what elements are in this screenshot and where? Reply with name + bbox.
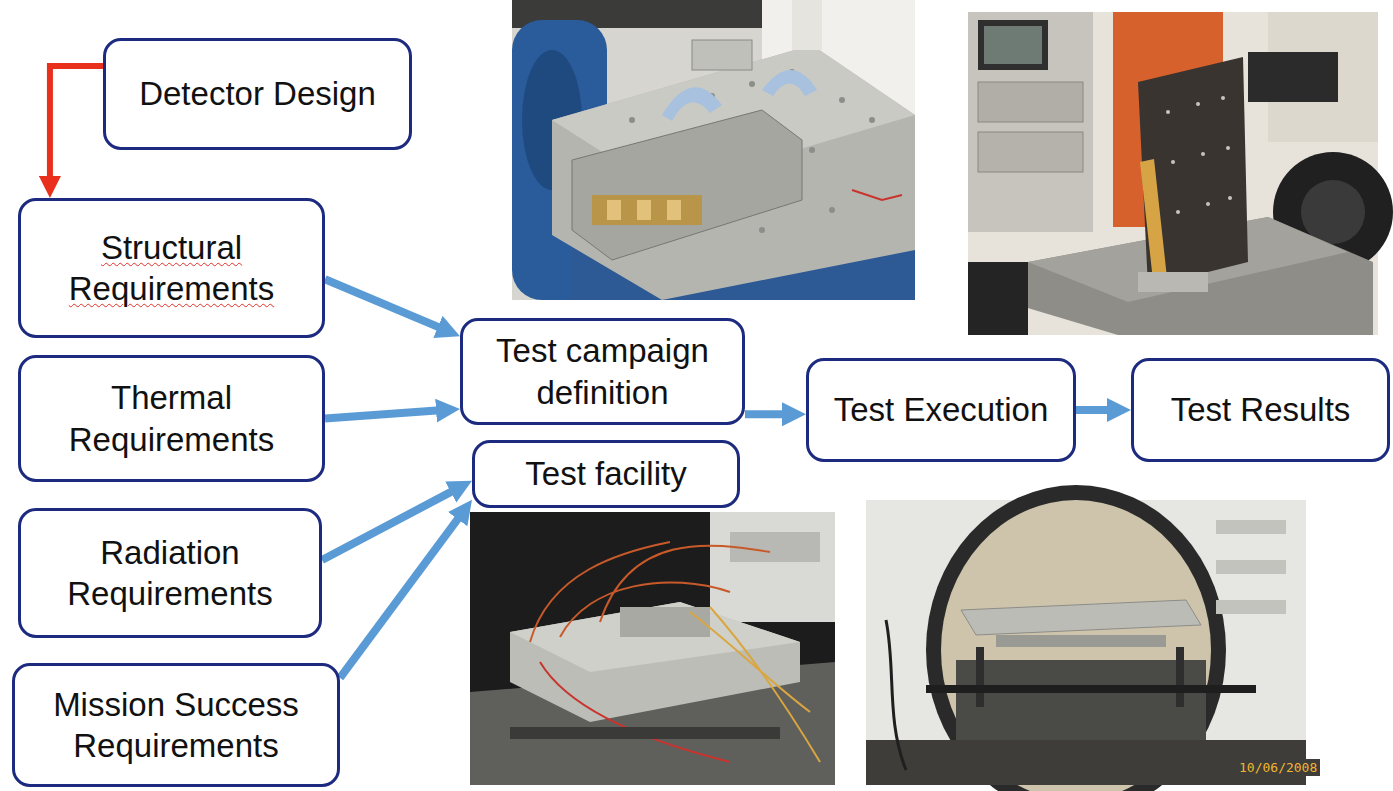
process-box: Test Execution — [806, 358, 1076, 462]
shaker-photo-shape — [692, 40, 752, 70]
thermal-chamber-photo-shape — [730, 532, 820, 562]
box-label: Radiation Requirements — [29, 532, 311, 615]
thermal-chamber-photo-shape — [530, 542, 770, 642]
shaker-photo-shape — [809, 147, 815, 153]
thermal-chamber-photo-shape — [470, 512, 835, 785]
shaker-photo-shape — [512, 0, 915, 300]
panel-test-photo-shape — [978, 20, 1048, 70]
panel-test-photo — [968, 12, 1393, 335]
requirement-box: Radiation Requirements — [18, 508, 322, 638]
vacuum-chamber-photo-shape — [1176, 647, 1184, 707]
box-label: Structural Requirements — [29, 227, 314, 310]
result-box: Test Results — [1131, 358, 1390, 462]
flow-arrow — [1076, 406, 1111, 414]
box-label: Test Results — [1171, 389, 1351, 430]
panel-test-photo-shape — [1166, 96, 1232, 214]
panel-test-photo-shape — [984, 26, 1042, 64]
box-label: Test Execution — [834, 389, 1049, 430]
shaker-photo-shape — [607, 200, 621, 220]
panel-test-photo-shape — [968, 262, 1028, 335]
shaker-photo-shape — [592, 195, 702, 225]
vacuum-chamber-photo-shape — [886, 620, 906, 770]
panel-test-photo-shape — [1301, 180, 1365, 244]
panel-test-photo-shape — [1201, 152, 1205, 156]
vacuum-chamber-photo-shape — [976, 647, 984, 707]
thermal-chamber-photo-shape — [510, 602, 800, 722]
box-label: Test campaign definition — [471, 330, 734, 413]
panel-test-photo-shape — [978, 132, 1083, 172]
shaker-photo-shape — [637, 200, 651, 220]
design-arrow — [50, 66, 103, 180]
box-label: Thermal Requirements — [29, 377, 314, 460]
panel-test-photo-shape — [1226, 146, 1230, 150]
vacuum-chamber-photo — [866, 485, 1306, 791]
shaker-photo-shape — [667, 200, 681, 220]
shaker-photo-shape — [762, 70, 817, 96]
shaker-photo-shape — [552, 45, 915, 300]
thermal-chamber-photo-shape — [510, 727, 780, 739]
requirement-box: Thermal Requirements — [18, 355, 325, 482]
panel-test-photo-shape — [1138, 272, 1208, 292]
thermal-chamber-photo-shape — [540, 662, 730, 762]
panel-test-photo-shape — [1171, 160, 1175, 164]
panel-test-photo-shape — [1196, 102, 1200, 106]
flow-arrow — [325, 410, 440, 418]
process-box: Test campaign definition — [460, 318, 745, 425]
shaker-photo-shape — [662, 87, 722, 121]
date-stamp: 10/06/2008 — [1236, 759, 1320, 776]
process-box: Test facility — [472, 440, 740, 508]
panel-test-photo-shape — [1176, 210, 1180, 214]
panel-test-photo-shape — [1221, 96, 1225, 100]
vacuum-chamber-photo-shape — [961, 600, 1201, 635]
flow-arrow — [745, 410, 786, 418]
panel-test-photo-shape — [1140, 159, 1168, 290]
vacuum-chamber-photo-shape — [926, 685, 1256, 693]
panel-test-photo-shape — [978, 82, 1083, 122]
box-label: Test facility — [525, 453, 686, 494]
shaker-photo-shape — [839, 97, 845, 103]
box-label: Mission Success Requirements — [23, 684, 329, 767]
requirement-box: Mission Success Requirements — [12, 663, 340, 787]
panel-test-photo-shape — [1228, 196, 1232, 200]
source-box: Detector Design — [103, 38, 412, 150]
thermal-chamber-photo-shape — [620, 607, 710, 637]
shaker-photo-shape — [759, 227, 765, 233]
panel-test-photo-shape — [1248, 52, 1338, 102]
shaker-photo — [512, 0, 915, 300]
panel-test-photo-shape — [1166, 110, 1170, 114]
vacuum-chamber-photo-shape — [1216, 520, 1286, 534]
thermal-chamber-photo-shape — [510, 602, 800, 672]
vacuum-chamber-photo-shape — [1216, 600, 1286, 614]
panel-test-photo-shape — [1206, 202, 1210, 206]
thermal-chamber-photo — [470, 512, 835, 785]
vacuum-chamber-photo-shape — [996, 635, 1166, 647]
panel-test-photo-shape — [968, 12, 1093, 232]
box-label: Detector Design — [139, 73, 376, 114]
shaker-photo-shape — [829, 207, 835, 213]
shaker-photo-shape — [792, 0, 822, 50]
flow-arrow — [325, 279, 442, 328]
vacuum-chamber-photo-shape — [1216, 560, 1286, 574]
shaker-photo-shape — [852, 190, 902, 200]
requirement-box: Structural Requirements — [18, 198, 325, 338]
shaker-photo-shape — [749, 81, 755, 87]
shaker-photo-shape — [629, 117, 635, 123]
thermal-chamber-photo-shape — [710, 512, 835, 622]
flow-arrow — [340, 516, 460, 678]
shaker-photo-shape — [869, 117, 875, 123]
shaker-photo-shape — [572, 110, 802, 260]
